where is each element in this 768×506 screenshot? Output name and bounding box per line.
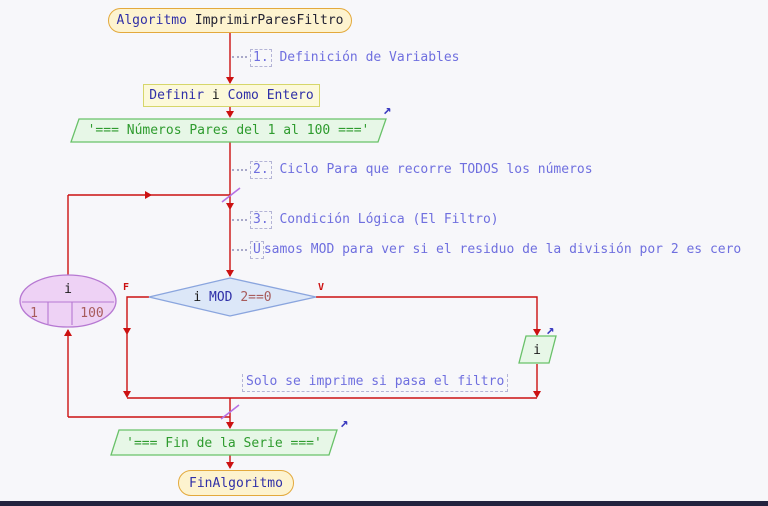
flow-line-true-branch <box>316 296 538 335</box>
define-como: Como <box>227 88 259 103</box>
comment-leader <box>232 56 247 58</box>
define-type: Entero <box>266 88 314 103</box>
arrowhead <box>533 391 541 398</box>
for-loop-ellipse-shape[interactable] <box>19 274 117 328</box>
arrowhead <box>123 391 131 398</box>
output-value-shape[interactable] <box>518 335 557 364</box>
decision-true-label: V <box>318 282 325 293</box>
arrowhead <box>226 462 234 469</box>
space <box>233 290 241 305</box>
output-value-node[interactable]: i <box>519 342 555 358</box>
for-loop-node[interactable]: i <box>28 281 108 297</box>
space <box>201 290 209 305</box>
end-node[interactable]: FinAlgoritmo <box>178 470 294 496</box>
output-arrow-icon: ↗ <box>546 322 555 338</box>
arrowhead <box>226 270 234 277</box>
arrowhead <box>226 77 234 84</box>
define-keyword: Definir <box>149 88 205 103</box>
define-var: i <box>211 88 220 103</box>
junction-slash <box>221 187 241 203</box>
space <box>204 88 212 103</box>
output-value-text: i <box>533 342 541 358</box>
define-node[interactable]: Definir i Como Entero <box>143 84 320 107</box>
for-loop-to: 100 <box>76 305 108 321</box>
decision-var: i <box>193 289 202 305</box>
junction-slash <box>220 404 240 420</box>
comment-variables[interactable]: 1. Definición de Variables <box>253 50 460 65</box>
comment-loop[interactable]: 2. Ciclo Para que recorre TODOS los núme… <box>253 162 593 177</box>
decision-false-label: F <box>123 282 130 293</box>
comment-leader <box>232 169 247 171</box>
comment-filter-note[interactable]: Solo se imprime si pasa el filtro <box>242 374 509 392</box>
space <box>259 88 267 103</box>
output-footer-shape[interactable] <box>110 429 338 456</box>
decision-condition: 2==0 <box>240 289 272 305</box>
arrowhead <box>145 191 152 199</box>
comment-mod-explain[interactable]: Usamos MOD para ver si el residuo de la … <box>253 242 742 257</box>
space <box>187 13 195 28</box>
for-loop-to-value: 100 <box>80 305 104 321</box>
space <box>220 88 228 103</box>
output-arrow-icon: ↗ <box>340 415 349 431</box>
comment-leader <box>232 249 247 251</box>
decision-operator: MOD <box>209 289 233 305</box>
comment-condition[interactable]: 3. Condición Lógica (El Filtro) <box>253 212 499 227</box>
for-loop-from: 1 <box>24 305 44 321</box>
for-loop-var: i <box>64 281 72 297</box>
algorithm-name: ImprimirParesFiltro <box>194 13 344 28</box>
decision-diamond-shape[interactable] <box>148 277 317 317</box>
arrowhead <box>226 111 234 118</box>
flow-line-false-branch <box>126 296 149 397</box>
output-header-text: '=== Números Pares del 1 al 100 ===' <box>87 123 370 138</box>
for-loop-from-value: 1 <box>30 305 38 321</box>
arrowhead <box>123 328 131 335</box>
arrowhead <box>533 329 541 336</box>
start-node[interactable]: Algoritmo ImprimirParesFiltro <box>108 8 352 33</box>
output-footer-text: '=== Fin de la Serie ===' <box>126 435 322 451</box>
output-footer-node[interactable]: '=== Fin de la Serie ===' <box>111 432 337 454</box>
output-header-node[interactable]: '=== Números Pares del 1 al 100 ===' <box>71 119 386 142</box>
end-label: FinAlgoritmo <box>189 475 283 491</box>
output-header-shape[interactable] <box>70 118 387 143</box>
window-bottom-bar <box>0 501 768 506</box>
start-keyword: Algoritmo <box>116 13 187 28</box>
arrowhead <box>226 203 234 210</box>
arrowhead <box>64 329 72 336</box>
arrowhead <box>226 422 234 429</box>
output-arrow-icon: ↗ <box>383 102 392 118</box>
comment-leader <box>232 219 247 221</box>
decision-node[interactable]: i MOD 2==0 <box>149 289 316 305</box>
